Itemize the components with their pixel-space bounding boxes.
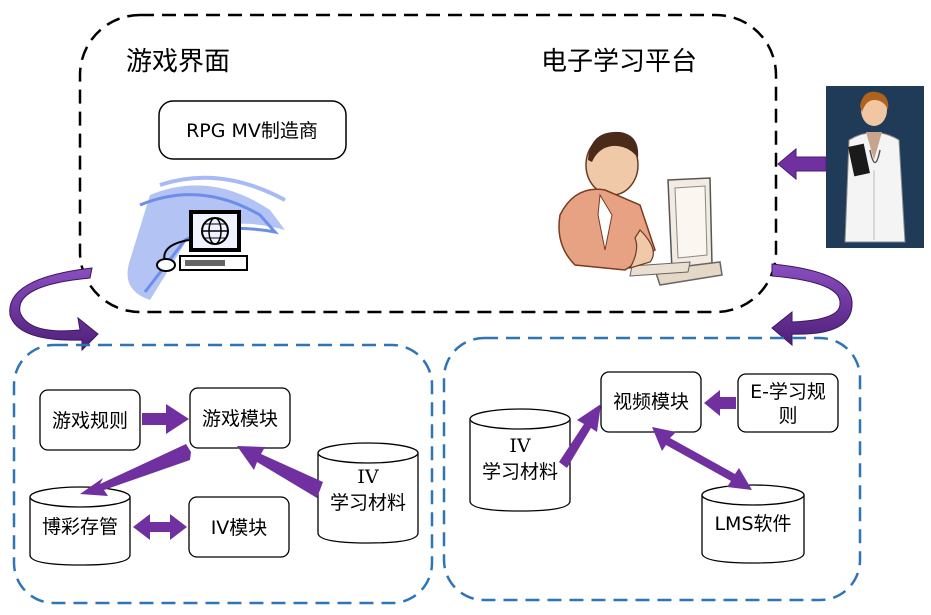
gamble-storage-label: 博彩存管 xyxy=(42,516,118,538)
doctor-to-platform-arrow xyxy=(777,147,827,181)
curve-arrow-right xyxy=(771,263,853,347)
gamble-iv-module-arrow xyxy=(133,514,187,540)
lms-software-cylinder xyxy=(701,484,805,564)
iv-module-box xyxy=(188,496,290,558)
elearning-module-panel xyxy=(442,336,862,602)
rpg-maker-box xyxy=(158,100,347,160)
game-rules-label: 游戏规则 xyxy=(52,410,128,432)
rules-to-game-arrow xyxy=(142,404,189,434)
person-at-computer-icon xyxy=(558,131,723,286)
game-to-gamble-arrow xyxy=(80,444,191,496)
iv-material-right-line1: IV xyxy=(509,435,531,457)
video-module-label: 视频模块 xyxy=(613,391,689,413)
elearning-title: 电子学习平台 xyxy=(541,47,697,77)
e-rules-label-line2: 则 xyxy=(778,405,797,427)
game-module-panel xyxy=(12,343,434,605)
iv-material-cylinder-right xyxy=(469,408,571,512)
top-panel xyxy=(78,13,778,314)
rpg-maker-label: RPG MV制造商 xyxy=(186,120,318,142)
game-interface-title: 游戏界面 xyxy=(126,47,230,77)
iv-material-cylinder-left xyxy=(317,442,419,544)
e-rules-label-line1: E-学习规 xyxy=(750,381,826,403)
game-module-label: 游戏模块 xyxy=(202,408,278,430)
doctor-icon xyxy=(826,86,924,248)
computer-globe-icon xyxy=(127,175,286,300)
curve-arrow-left xyxy=(9,267,99,352)
game-rules-box xyxy=(39,389,141,451)
video-module-box xyxy=(600,371,702,433)
e-rules-box xyxy=(737,373,839,433)
iv-module-label: IV模块 xyxy=(211,517,268,539)
iv-material-to-game-arrow xyxy=(237,446,323,498)
iv-material-left-line1: IV xyxy=(357,466,379,488)
iv-material-left-line2: 学习材料 xyxy=(330,492,406,514)
video-lms-arrow xyxy=(652,427,752,490)
lms-software-label: LMS软件 xyxy=(714,513,791,535)
iv-material-right-line2: 学习材料 xyxy=(482,461,558,483)
e-rules-to-video-arrow xyxy=(704,390,736,416)
material-to-video-arrow xyxy=(559,404,601,468)
